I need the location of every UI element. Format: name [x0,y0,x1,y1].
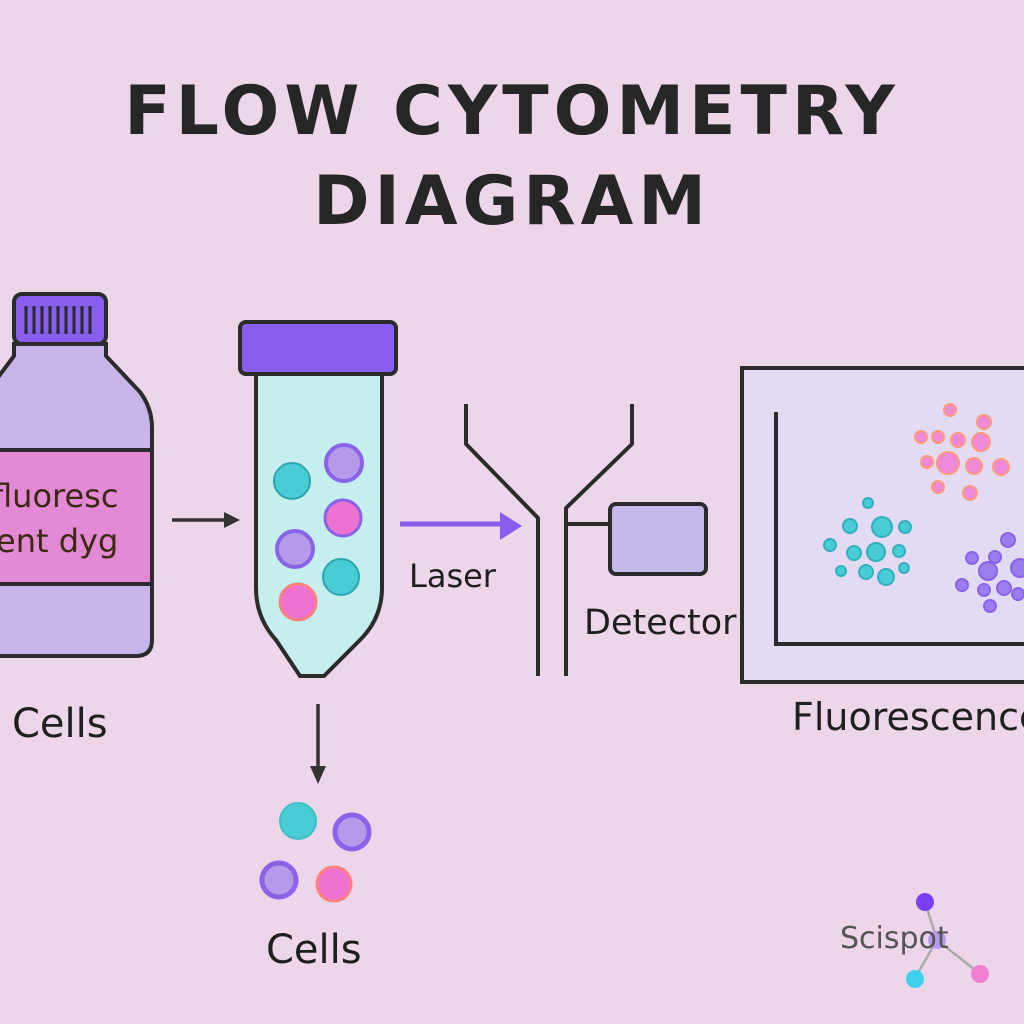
flow-cell-funnel [464,404,634,676]
bottle-caption: Cells [12,701,108,747]
fluorescence-caption: Fluorescence [792,695,1024,739]
tube-body [254,368,384,678]
cell-pink [278,582,318,622]
bottle-label [0,448,154,586]
cell-pink [315,865,353,903]
purple-population [955,532,1024,613]
dye-bottle [0,292,154,658]
cell-pink [323,498,363,538]
scispot-logo-text: Scispot [840,921,949,956]
diagram-title-line2: DIAGRAM [313,162,711,241]
cell-teal [273,462,311,500]
cell-teal [279,802,317,840]
plot-axes [774,412,1024,646]
detector-label: Detector [584,603,737,643]
cell-purple [275,529,315,569]
bottle-label-line2: ent dyg [0,522,119,560]
cell-purple [324,443,364,483]
laser-beam [400,512,522,540]
diagram-title-line1: FLOW CYTOMETRY [124,72,900,151]
cell-teal [322,558,360,596]
pink-population [914,403,1010,501]
teal-population [823,497,912,586]
bottle-cap-ridges [24,306,92,334]
bottle-label-line1: fluoresc [0,477,119,515]
laser-label: Laser [409,557,496,595]
detector-box [608,502,708,576]
arrow-tube-to-cells [310,704,326,784]
tube-cap [238,320,398,376]
scispot-logo-icon [906,893,989,988]
bottle-cap [12,292,108,346]
cell-purple [332,812,372,852]
test-tube [238,320,398,678]
arrow-bottle-to-tube [172,512,240,528]
fluorescence-plot [740,366,1024,684]
cell-purple [259,860,299,900]
sorted-cells [259,802,372,903]
tube-cells-caption: Cells [266,927,362,973]
